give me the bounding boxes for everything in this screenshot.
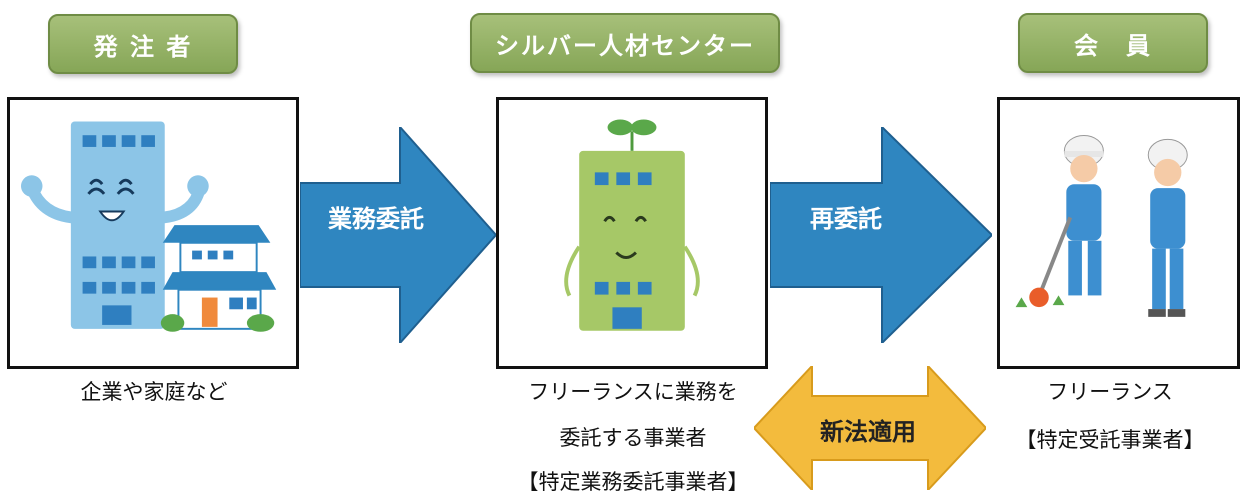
green-building-illustration — [564, 119, 700, 331]
office-building-and-house-illustration — [20, 121, 277, 332]
outsourcing-arrow: 業務委託 — [300, 127, 496, 343]
freelance-workers-illustration — [1015, 134, 1188, 317]
new-law-applies-arrow: 新法適用 — [754, 366, 986, 490]
member-panel — [997, 97, 1240, 369]
orderer-header-label: 発 注 者 — [93, 32, 193, 61]
center-header: シルバー人材センター — [470, 13, 780, 73]
member-header-label: 会 員 — [1074, 31, 1152, 60]
subcontract-arrow: 再委託 — [770, 127, 992, 343]
center-header-label: シルバー人材センター — [495, 31, 755, 60]
member-caption-line2: 【特定受託事業者】 — [1015, 428, 1205, 452]
center-panel — [496, 97, 768, 369]
outsourcing-arrow-label: 業務委託 — [328, 205, 424, 233]
blue-right-arrow-icon — [300, 127, 496, 343]
member-caption-line1: フリーランス — [1047, 380, 1173, 404]
orderer-panel — [7, 97, 299, 369]
new-law-applies-label: 新法適用 — [820, 418, 916, 446]
member-header: 会 員 — [1018, 13, 1208, 73]
center-caption-line1: フリーランスに業務を — [528, 380, 738, 404]
yellow-double-arrow-icon — [754, 366, 986, 490]
orderer-header: 発 注 者 — [48, 14, 238, 74]
center-caption-line3: 【特定業務委託事業者】 — [517, 470, 749, 494]
orderer-caption: 企業や家庭など — [80, 380, 228, 404]
subcontract-arrow-label: 再委託 — [810, 205, 882, 233]
center-caption-line2: 委託する事業者 — [559, 426, 707, 450]
blue-right-arrow-icon — [770, 127, 992, 343]
